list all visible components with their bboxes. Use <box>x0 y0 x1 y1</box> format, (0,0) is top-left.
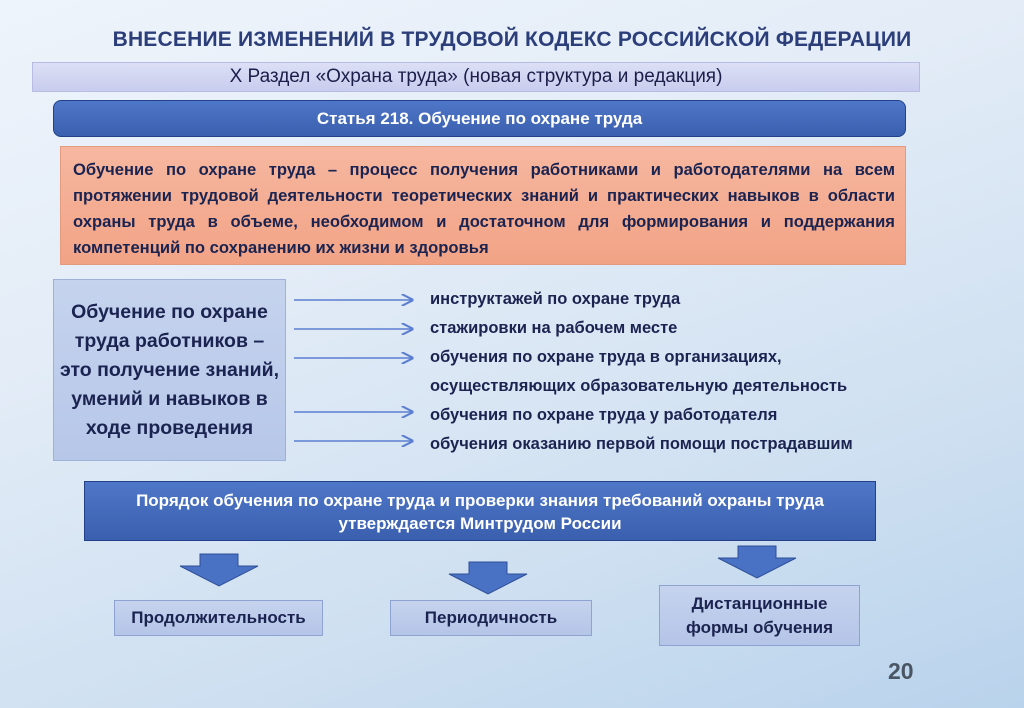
periodicity-label: Периодичность <box>424 608 558 627</box>
article-heading: Статья 218. Обучение по охране труда <box>53 100 906 137</box>
order-line-1: Порядок обучения по охране труда и прове… <box>136 491 824 510</box>
list-item: обучения по охране труда в организациях, <box>430 348 782 366</box>
training-definition-text: Обучение по охране труда работников – эт… <box>60 300 279 439</box>
order-box: Порядок обучения по охране труда и прове… <box>84 481 876 541</box>
order-line-2: утверждается Минтрудом России <box>338 514 622 533</box>
connector-arrows <box>294 288 420 448</box>
distance-label-line-1: Дистанционные <box>691 593 828 613</box>
down-arrow-icon <box>717 545 797 579</box>
list-item: инструктажей по охране труда <box>430 290 681 308</box>
periodicity-box: Периодичность <box>390 600 592 636</box>
slide-title: ВНЕСЕНИЕ ИЗМЕНЕНИЙ В ТРУДОВОЙ КОДЕКС РОС… <box>112 28 912 51</box>
down-arrow-icon <box>448 561 528 595</box>
duration-label: Продолжительность <box>131 608 306 627</box>
distance-learning-box: Дистанционные формы обучения <box>659 585 860 646</box>
list-item: стажировки на рабочем месте <box>430 319 678 337</box>
training-definition-box: Обучение по охране труда работников – эт… <box>53 279 286 461</box>
list-item: осуществляющих образовательную деятельно… <box>430 377 848 395</box>
page-number: 20 <box>888 658 914 684</box>
duration-box: Продолжительность <box>114 600 323 636</box>
section-heading: X Раздел «Охрана труда» (новая структура… <box>32 62 920 92</box>
down-arrow-icon <box>179 553 259 587</box>
distance-label-line-2: формы обучения <box>685 617 834 637</box>
list-item: обучения оказанию первой помощи пострада… <box>430 435 853 453</box>
definition-box: Обучение по охране труда – процесс получ… <box>60 146 906 265</box>
list-item: обучения по охране труда у работодателя <box>430 406 778 424</box>
